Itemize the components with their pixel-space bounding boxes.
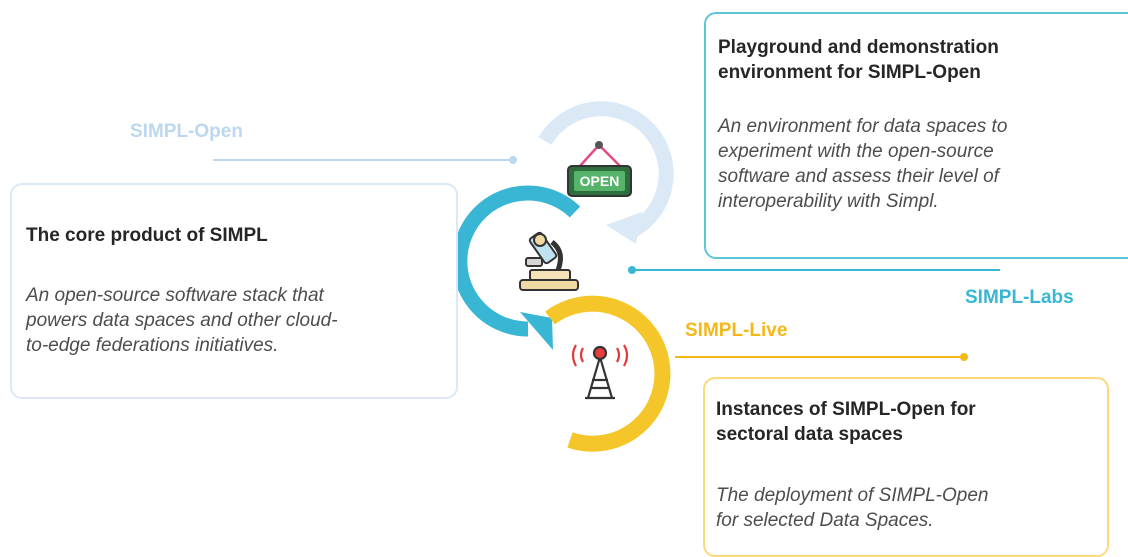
labs-box-title-line-2: environment for SIMPL-Open [718, 62, 981, 83]
live-box-desc-line-1: The deployment of SIMPL-Open [716, 485, 989, 506]
labs-box-title-line-1: Playground and demonstration [718, 37, 999, 58]
live-connector [675, 353, 968, 361]
labs-connector [628, 266, 1000, 274]
live-info-box: Instances of SIMPL-Open for sectoral dat… [703, 377, 1109, 557]
open-box-title: The core product of SIMPL [26, 225, 268, 246]
open-box-desc-line-2: powers data spaces and other cloud- [26, 310, 338, 331]
live-box-title-line-1: Instances of SIMPL-Open for [716, 399, 976, 420]
labs-box-desc-line-1: An environment for data spaces to [718, 116, 1008, 137]
open-sign-text: OPEN [580, 173, 620, 189]
labs-cycle-arrow [452, 185, 581, 350]
open-connector [213, 156, 517, 164]
labs-box-desc-line-3: software and assess their level of [718, 166, 999, 187]
simpl-live-label: SIMPL-Live [685, 320, 788, 341]
microscope-icon [519, 231, 579, 291]
open-info-box: The core product of SIMPL An open-source… [10, 183, 458, 399]
labs-box-desc-line-2: experiment with the open-source [718, 141, 994, 162]
open-box-desc-line-1: An open-source software stack that [26, 285, 324, 306]
open-box-desc-line-3: to-edge federations initiatives. [26, 335, 279, 356]
broadcast-tower-icon [571, 344, 629, 400]
simpl-open-label: SIMPL-Open [130, 121, 243, 142]
open-cycle-arrow [538, 101, 674, 244]
labs-box-desc-line-4: interoperability with Simpl. [718, 191, 939, 212]
labs-info-box: Playground and demonstration environment… [704, 12, 1128, 259]
open-sign-icon: OPEN [567, 141, 632, 197]
live-box-title-line-2: sectoral data spaces [716, 424, 903, 445]
live-cycle-arrow [545, 295, 671, 452]
live-box-desc-line-2: for selected Data Spaces. [716, 510, 934, 531]
simpl-labs-label: SIMPL-Labs [965, 287, 1074, 308]
